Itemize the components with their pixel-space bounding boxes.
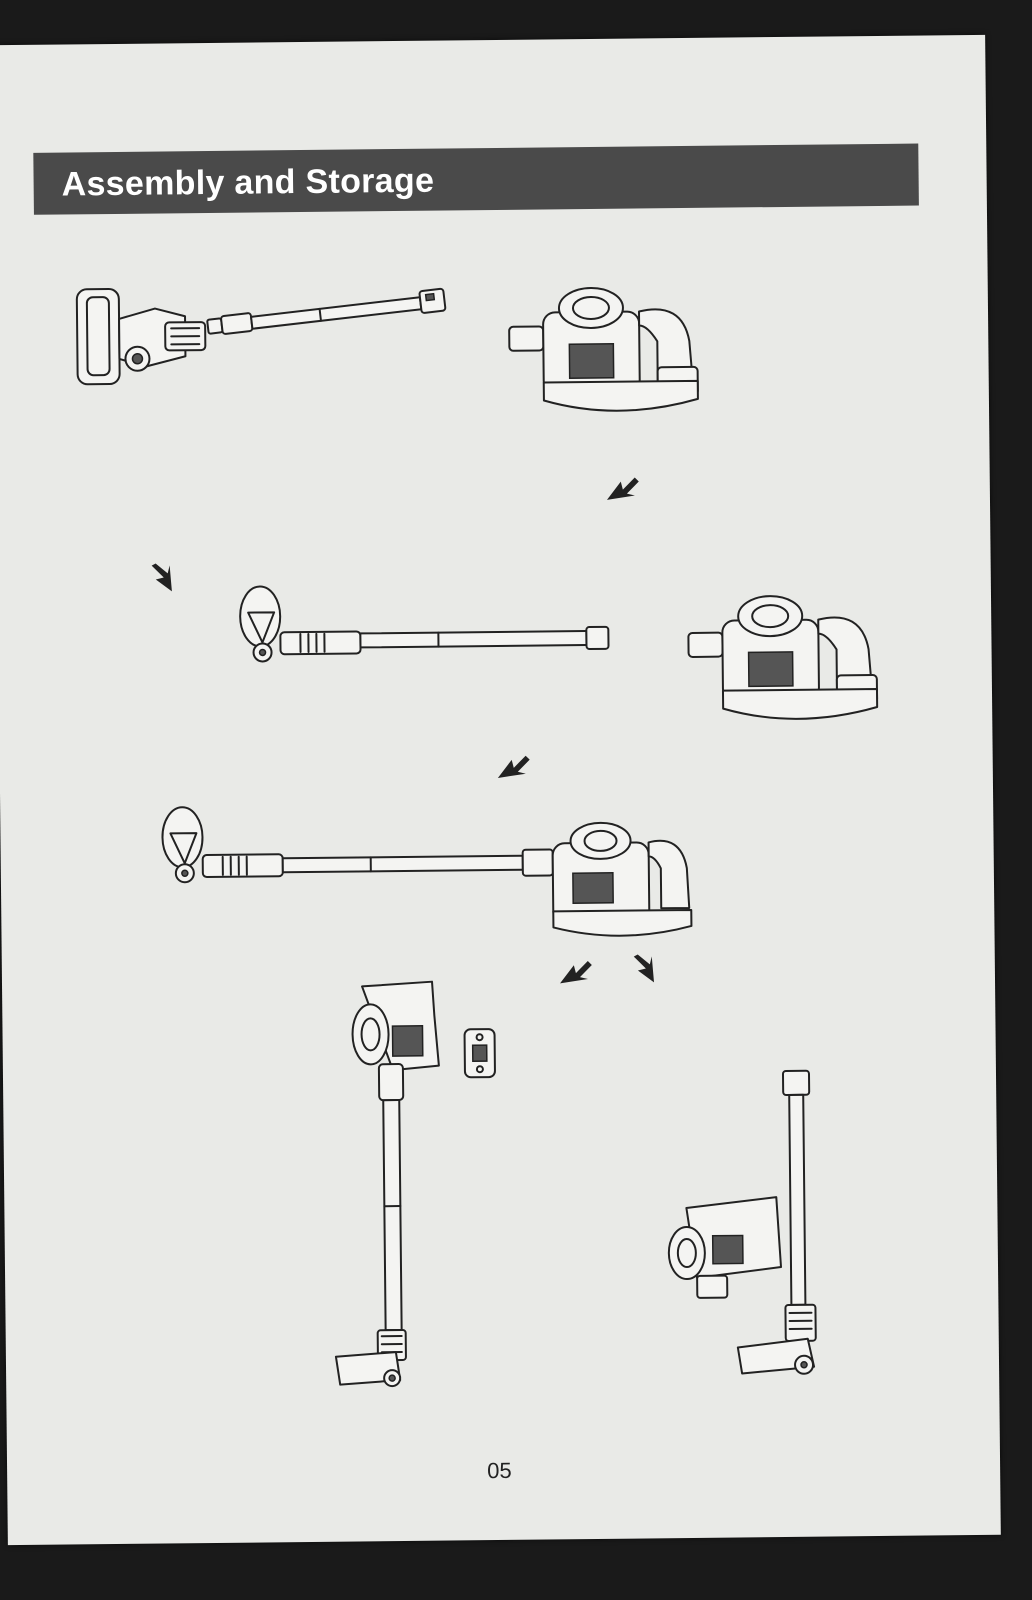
main-unit-illustration	[508, 286, 699, 412]
page-title: Assembly and Storage	[61, 161, 435, 204]
page-number: 05	[486, 1457, 512, 1484]
arrow-icon	[497, 755, 530, 778]
assembled-horizontal-illustration	[161, 806, 693, 937]
manual-page: Assembly and Storage	[0, 34, 1001, 1546]
stored-vacuum-illustration	[667, 1069, 817, 1375]
upright-vacuum-illustration	[334, 980, 440, 1388]
extension-tube-illustration	[206, 287, 447, 335]
main-unit-illustration	[687, 595, 879, 720]
floor-brush-illustration	[75, 288, 207, 386]
arrow-icon	[606, 477, 639, 500]
section-header: Assembly and Storage	[33, 143, 919, 215]
arrow-icon	[151, 563, 172, 592]
arrow-icon	[633, 954, 655, 983]
brush-with-tube-illustration	[239, 585, 610, 663]
wall-mount-icon	[463, 1028, 496, 1079]
arrow-icon	[560, 961, 592, 984]
